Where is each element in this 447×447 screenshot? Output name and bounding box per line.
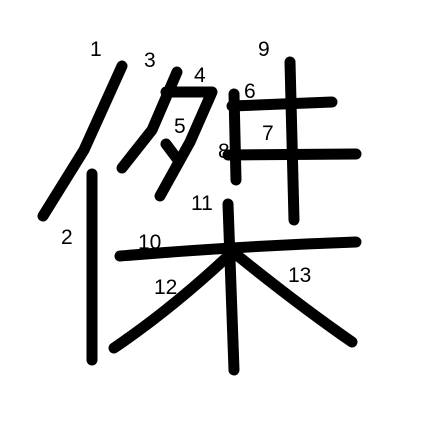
stroke-number-12: 12 [154,276,177,299]
stroke-number-8: 8 [218,140,230,163]
stroke-number-7: 7 [262,122,274,145]
stroke-number-labels: 1 2 3 4 5 6 7 8 9 10 11 12 13 [61,38,311,299]
stroke-number-10: 10 [138,231,161,254]
stroke-11 [222,198,240,376]
stroke-number-4: 4 [194,64,206,87]
stroke-1 [37,60,128,222]
stroke-number-13: 13 [288,264,311,287]
stroke-10 [114,236,362,262]
stroke-number-2: 2 [61,226,73,249]
stroke-6 [226,96,338,112]
stroke-number-11: 11 [191,192,213,215]
stroke-number-5: 5 [174,115,186,138]
stroke-number-9: 9 [258,38,270,61]
stroke-5 [160,138,184,166]
stroke-12 [108,252,232,354]
character-strokes [37,56,362,376]
stroke-4 [154,86,218,202]
stroke-13 [232,250,358,348]
stroke-number-1: 1 [90,38,102,61]
stroke-number-3: 3 [144,49,156,72]
stroke-9 [284,56,300,226]
stroke-number-6: 6 [244,80,256,103]
stroke-8 [228,88,242,186]
